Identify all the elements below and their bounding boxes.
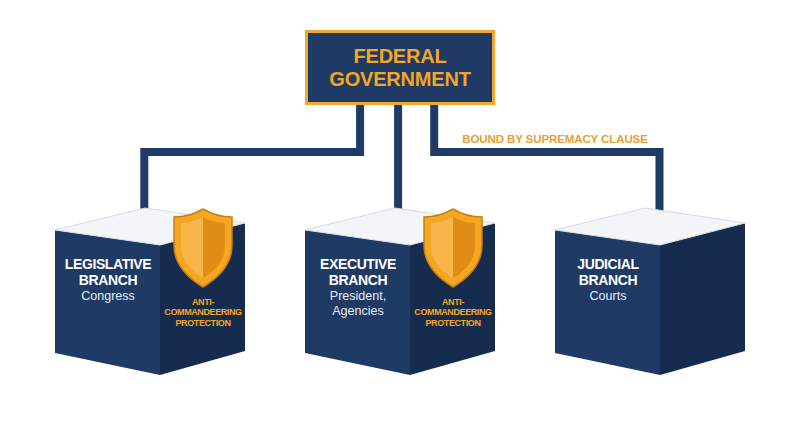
shield-icon — [174, 209, 232, 287]
shield-icon — [161, 205, 245, 291]
edge-label: BOUND BY SUPREMACY CLAUSE — [460, 133, 650, 145]
protection-shield: ANTI-COMMANDEERING PROTECTION — [411, 205, 495, 345]
shield-highlight — [181, 217, 203, 278]
shield-shade — [453, 217, 475, 278]
cube-outline — [555, 205, 745, 377]
branch-arrow — [144, 105, 360, 213]
branch-members: Congress — [57, 289, 159, 304]
shield-icon — [411, 205, 495, 291]
branch-cube: LEGISLATIVE BRANCHCongressANTI-COMMANDEE… — [55, 205, 245, 377]
cube-side-face — [660, 223, 745, 375]
branch-title: JUDICIAL BRANCH — [557, 257, 659, 288]
government-box: FEDERAL GOVERNMENT — [305, 30, 495, 105]
cube-front-face — [305, 230, 410, 375]
cube-front-face — [555, 230, 660, 375]
branch-members: Courts — [557, 289, 659, 304]
branch-title: EXECUTIVE BRANCH — [307, 257, 409, 288]
cube-front-face — [55, 230, 160, 375]
shield-shade — [203, 217, 225, 278]
protection-label: ANTI-COMMANDEERING PROTECTION — [161, 297, 245, 328]
shield-highlight — [431, 217, 453, 278]
branch-cube: EXECUTIVE BRANCHPresident, AgenciesANTI-… — [305, 205, 495, 377]
branch-members: President, Agencies — [307, 289, 409, 319]
government-title: FEDERAL GOVERNMENT — [316, 45, 484, 91]
branch-arrow — [394, 105, 402, 213]
branch-title: LEGISLATIVE BRANCH — [57, 257, 159, 288]
branch-cube: JUDICIAL BRANCHCourts — [555, 205, 745, 377]
cube-top-face — [555, 208, 745, 245]
shield-body — [424, 209, 482, 287]
shield-icon — [424, 209, 482, 287]
protection-label: ANTI-COMMANDEERING PROTECTION — [411, 297, 495, 328]
protection-shield: ANTI-COMMANDEERING PROTECTION — [161, 205, 245, 345]
shield-body — [174, 209, 232, 287]
branch-arrow — [434, 105, 659, 213]
